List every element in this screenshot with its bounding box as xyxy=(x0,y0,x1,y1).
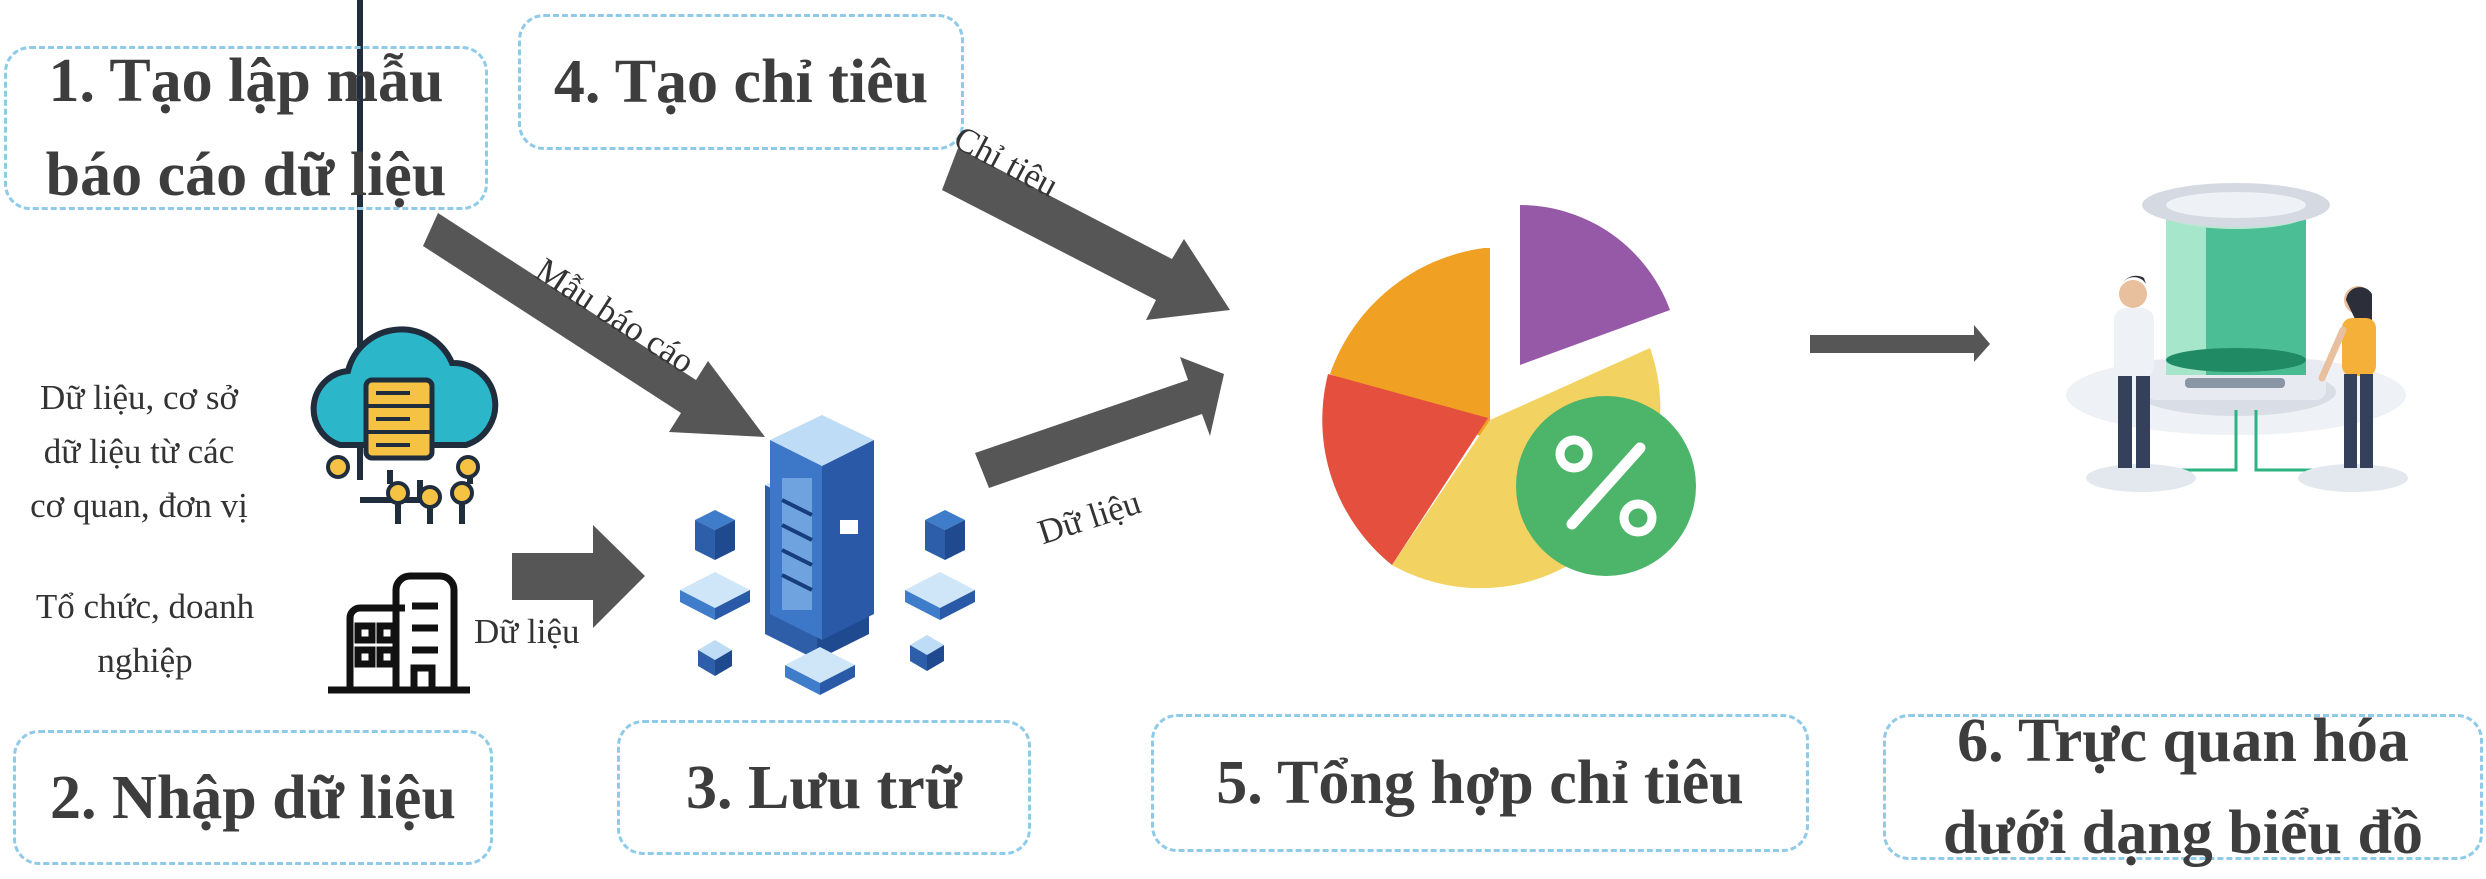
people-hologram-icon xyxy=(2066,183,2408,492)
source-databases-line-1: Dữ liệu, cơ sở xyxy=(40,378,238,417)
step-6-line-2: dưới dạng biểu đồ xyxy=(1943,799,2423,867)
step-1-create-report-template: 1. Tạo lập mẫu báo cáo dữ liệu xyxy=(4,46,488,210)
source-organizations-line-2: nghiệp xyxy=(97,641,193,680)
step-1-line-1: 1. Tạo lập mẫu xyxy=(48,47,444,115)
cloud-database-icon xyxy=(310,0,499,524)
arrow-storage-to-aggregate xyxy=(975,357,1224,488)
arrow-indicator-to-aggregate xyxy=(942,148,1230,320)
source-databases-text: Dữ liệu, cơ sở dữ liệu từ các cơ quan, đ… xyxy=(8,371,270,533)
step-3-label: 3. Lưu trữ xyxy=(686,753,962,822)
source-databases-line-2: dữ liệu từ các xyxy=(43,432,235,471)
step-6-visualize-charts: 6. Trực quan hóa dưới dạng biểu đồ xyxy=(1883,707,2483,867)
source-organizations-text: Tổ chức, doanh nghiệp xyxy=(12,580,278,688)
server-rack-icon xyxy=(680,415,975,695)
step-4-label: 4. Tạo chỉ tiêu xyxy=(553,48,929,116)
percent-badge-icon xyxy=(1516,396,1696,576)
arrow-input-to-storage xyxy=(512,525,645,628)
step-5-label: 5. Tổng hợp chỉ tiêu xyxy=(1216,749,1744,817)
step-5-aggregate-indicators: 5. Tổng hợp chỉ tiêu xyxy=(1151,714,1809,852)
step-2-data-input: 2. Nhập dữ liệu xyxy=(13,730,493,865)
label-data-input: Dữ liệu xyxy=(474,612,580,651)
step-3-storage: 3. Lưu trữ xyxy=(617,720,1031,855)
step-6-line-1: 6. Trực quan hóa xyxy=(1957,707,2409,775)
step-1-line-2: báo cáo dữ liệu xyxy=(45,141,447,209)
source-organizations-line-1: Tổ chức, doanh xyxy=(35,587,255,626)
arrow-aggregate-to-visualize xyxy=(1810,325,1990,362)
arrow-template-to-storage xyxy=(423,213,765,437)
source-databases-line-3: cơ quan, đơn vị xyxy=(30,486,248,525)
step-2-label: 2. Nhập dữ liệu xyxy=(50,763,456,832)
office-building-icon xyxy=(328,572,470,694)
step-4-create-indicators: 4. Tạo chỉ tiêu xyxy=(518,14,964,150)
